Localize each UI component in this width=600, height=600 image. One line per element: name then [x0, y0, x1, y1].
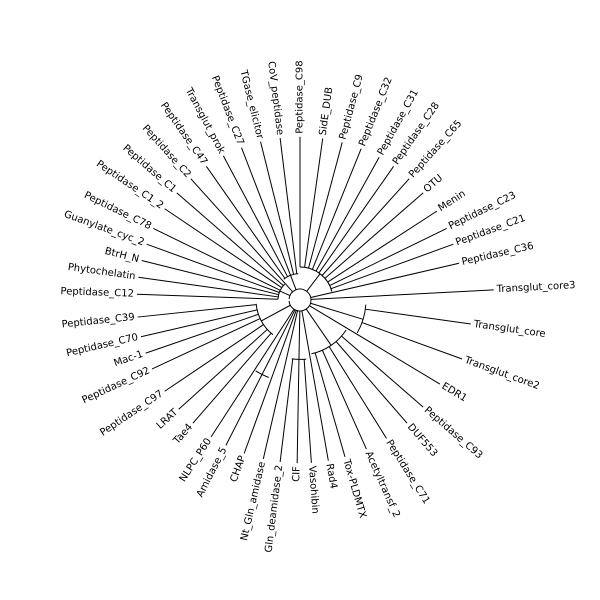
tip-branch — [241, 147, 292, 276]
tip-branch — [222, 155, 289, 277]
tip-branch — [141, 260, 279, 296]
tip-branch — [310, 289, 494, 300]
tip-label: Transglut_core2 — [462, 354, 541, 392]
tip-branch — [329, 228, 447, 286]
tip-label: Peptidase_C39 — [61, 312, 135, 331]
tip-label: Tae4 — [171, 422, 195, 447]
tip-branch — [303, 359, 312, 463]
tip-label: CHAP — [229, 454, 249, 483]
clade-stem — [306, 273, 321, 292]
tip-branch — [192, 332, 272, 424]
tip-label: CIF — [291, 466, 302, 482]
tip-branch — [315, 157, 380, 272]
tip-branch — [309, 305, 441, 385]
clade-stem — [261, 309, 296, 375]
tip-label: Phytochelatin — [67, 262, 136, 282]
tip-label: Peptidase_C98 — [295, 60, 306, 133]
tip-branch — [151, 318, 261, 370]
tip-branch — [318, 166, 395, 274]
tip-branch — [279, 358, 294, 463]
tip-branch — [190, 178, 294, 293]
tip-branch — [262, 310, 299, 460]
tip-branch — [335, 341, 408, 424]
clade-stem — [298, 310, 301, 360]
tip-label: CoV_peptidase — [265, 61, 285, 136]
clade-stem — [305, 308, 332, 346]
tip-branch — [327, 210, 438, 283]
tip-branch — [321, 350, 367, 450]
tip-label: Rad4 — [323, 463, 338, 490]
tip-branch — [153, 228, 281, 291]
tip-label: Tox-PLDMTX — [340, 457, 368, 519]
tip-branch — [145, 313, 259, 354]
tip-branch — [341, 335, 424, 408]
tip-branch — [225, 374, 263, 446]
tip-label: Transglut_core — [472, 319, 546, 340]
clade-stem — [279, 290, 291, 296]
tip-label: LRAT — [155, 407, 181, 432]
tip-branch — [243, 310, 297, 454]
root-arc — [288, 288, 312, 312]
tip-branch — [140, 309, 258, 338]
tip-branch — [260, 141, 295, 275]
tip-label: DUF553 — [405, 422, 439, 459]
tip-branch — [324, 192, 424, 279]
tip-branch — [311, 148, 362, 270]
tip-branch — [137, 304, 257, 318]
tip-branch — [296, 359, 300, 464]
tip-branch — [138, 276, 279, 298]
tip-branch — [330, 243, 454, 290]
tip-label: Menin — [436, 188, 467, 214]
tip-label: Nt_Gln_amidase — [239, 461, 268, 542]
tip-branch — [310, 262, 460, 299]
tip-branch — [304, 138, 324, 268]
tip-label: Gln_deamidase_2 — [264, 464, 286, 553]
clade-stem — [310, 302, 364, 320]
tip-branch — [178, 329, 268, 410]
tree-branches — [136, 136, 494, 464]
tip-label: BtrH_N — [104, 246, 141, 265]
tip-label: Transglut_core3 — [495, 280, 575, 295]
tip-label: Mac-1 — [112, 349, 144, 369]
tip-label: EDR1 — [440, 381, 469, 405]
tip-label: SidE_DUB — [318, 86, 336, 136]
tip-branch — [176, 192, 284, 286]
clade-stem — [261, 304, 291, 322]
tip-label: Peptidase_C12 — [60, 286, 134, 300]
tip-label: Vasohibin — [306, 465, 320, 514]
tip-label: Peptidase_C97 — [98, 388, 165, 438]
tip-branch — [279, 137, 298, 274]
tip-branch — [205, 166, 286, 279]
tip-label: Peptidase_C36 — [461, 241, 535, 268]
tip-branch — [164, 208, 283, 289]
tip-branch — [210, 308, 295, 438]
tip-labels: Transglut_core3Transglut_coreTransglut_c… — [60, 60, 575, 553]
tip-branch — [308, 142, 343, 269]
tip-branch — [146, 243, 280, 293]
tip-branch — [164, 324, 264, 392]
tip-branch — [328, 346, 387, 439]
tip-branch — [361, 322, 463, 360]
clade-arc — [299, 266, 333, 292]
tip-label: OTU — [422, 173, 445, 195]
tip-branch — [301, 310, 329, 461]
clade-stem — [290, 275, 297, 290]
tip-branch — [321, 178, 410, 276]
tip-branch — [136, 293, 279, 300]
tip-branch — [314, 352, 346, 458]
tip-branch — [365, 308, 471, 325]
